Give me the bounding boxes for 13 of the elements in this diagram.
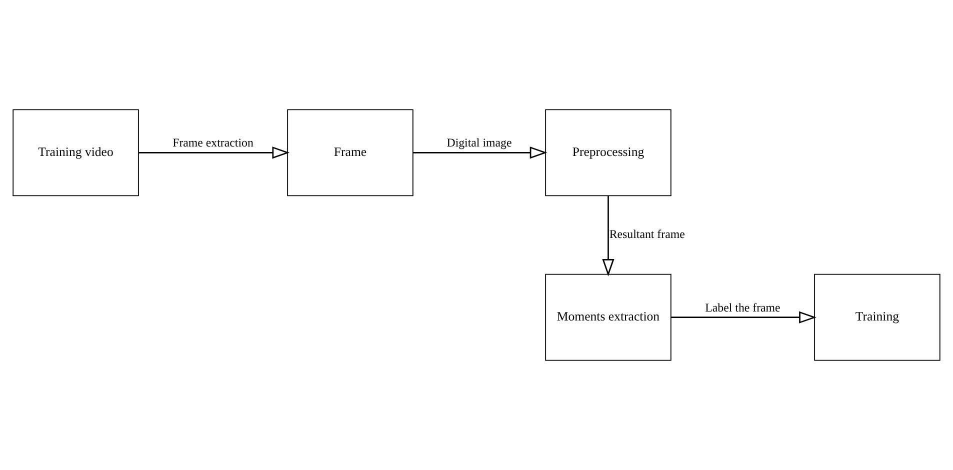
arrow — [413, 146, 548, 159]
node-box: Frame — [287, 109, 414, 196]
edge-label: Resultant frame — [609, 227, 685, 242]
arrow — [138, 146, 290, 159]
node-box: Training — [814, 274, 940, 361]
node-box: Training video — [12, 109, 139, 196]
edge-label: Digital image — [446, 136, 512, 150]
arrow — [602, 196, 614, 276]
edge-label: Frame extraction — [172, 136, 254, 150]
node-box: Preprocessing — [545, 109, 672, 196]
edge-label: Label the frame — [705, 300, 780, 314]
arrow — [670, 311, 816, 324]
node-box: Moments extraction — [545, 274, 672, 361]
